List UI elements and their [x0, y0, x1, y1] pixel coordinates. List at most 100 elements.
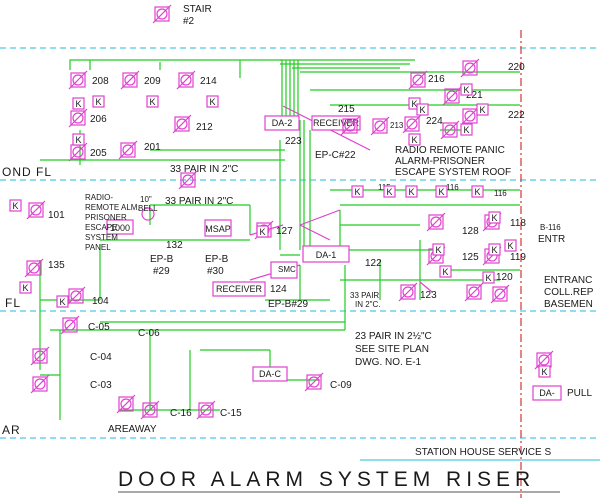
door-contact-icon: [370, 116, 390, 136]
room-214: 214: [200, 76, 217, 87]
diagram-title: DOOR ALARM SYSTEM RISER: [118, 468, 535, 491]
epb30-note: EP-B: [205, 254, 229, 265]
stair-label: STAIR: [183, 4, 212, 15]
legend-da-label: DA-: [539, 388, 555, 398]
room-c16: C-16: [170, 408, 192, 419]
key-switch-letter: K: [435, 245, 441, 255]
smc-label: SMC: [278, 265, 296, 274]
key-switch-letter: K: [149, 97, 155, 107]
radio-top-note-1: RADIO REMOTE PANIC: [395, 145, 505, 156]
room-213: 213: [390, 121, 404, 130]
key-switch-letter: K: [507, 241, 513, 251]
pair23-note-3: DWG. NO. E-1: [355, 357, 422, 368]
panel-label: 1000: [110, 223, 130, 233]
pair23-note-1: 23 PAIR IN 2½"C: [355, 331, 432, 342]
room-c04: C-04: [90, 352, 112, 363]
bell-label: BELL: [138, 204, 158, 213]
key-switch-letter: K: [463, 85, 469, 95]
key-switch-icon: K: [9, 199, 22, 212]
door-contact-icon: [116, 394, 136, 414]
radio-top-note-3: ESCAPE SYSTEM ROOF: [395, 167, 511, 178]
key-switch-letter: K: [59, 297, 65, 307]
door-contact-icon: [30, 374, 50, 394]
door-contact-icon: [490, 284, 510, 304]
room-223: 223: [285, 136, 302, 147]
room-c09: C-09: [330, 380, 352, 391]
room-135: 135: [48, 260, 65, 271]
room-120: 120: [496, 272, 513, 283]
room-c06: C-06: [138, 328, 160, 339]
pair33-mid-note: 33 PAIR IN 2"C: [165, 196, 233, 207]
radio-left-note-5: SYSTEM: [85, 233, 118, 242]
key-switch-letter: K: [541, 367, 547, 377]
key-switch-icon: K: [351, 185, 364, 198]
key-switch-icon: K: [416, 103, 429, 116]
key-switch-icon: K: [435, 185, 448, 198]
key-switch-letter: K: [408, 187, 414, 197]
door-contact-icon: [178, 170, 198, 190]
entr-label: ENTR: [538, 234, 565, 245]
key-switch-icon: K: [146, 95, 159, 108]
epb29-number: #29: [153, 266, 170, 277]
door-contact-icon: [176, 70, 196, 90]
radio-left-note-4: ESCAPE: [85, 223, 117, 232]
radio-left-note-2: REMOTE ALM.: [85, 203, 140, 212]
key-switch-icon: K: [19, 281, 32, 294]
epc-note: EP-C#22: [315, 150, 356, 161]
stair-number: #2: [183, 16, 195, 27]
key-switch-icon: K: [488, 211, 501, 224]
door-contact-icon: [24, 258, 44, 278]
receiver-top-label: RECEIVER: [313, 118, 360, 128]
room-122: 122: [365, 258, 382, 269]
room-104: 104: [92, 296, 109, 307]
entrance-note-1: ENTRANC: [544, 275, 592, 286]
room-c05: C-05: [88, 322, 110, 333]
door-contact-icon: [120, 70, 140, 90]
door-contact-icon: [464, 282, 484, 302]
door-contact-icon: [460, 106, 480, 126]
door-contact-icon: [152, 4, 172, 24]
key-switch-letter: K: [75, 99, 81, 109]
epb30-number: #30: [207, 266, 224, 277]
room-128: 128: [462, 226, 479, 237]
dac-box: [252, 366, 288, 382]
key-switch-letter: K: [485, 273, 491, 283]
da2-box: [264, 115, 300, 131]
room-215: 215: [338, 104, 355, 115]
key-switch-icon: K: [72, 97, 85, 110]
entrance-note-3: BASEMEN: [544, 299, 593, 310]
msap-label: MSAP: [205, 224, 231, 234]
door-contact-icon: [440, 120, 460, 140]
room-221: 221: [466, 90, 483, 101]
room-132: 132: [166, 240, 183, 251]
key-switch-letter: K: [474, 187, 480, 197]
room-127: 127: [276, 226, 293, 237]
key-switch-icon: K: [56, 295, 69, 308]
door-contact-icon: [442, 86, 462, 106]
radio-top-note-2: ALARM-PRISONER: [395, 156, 485, 167]
key-switch-letter: K: [95, 97, 101, 107]
pair33-low-note-2: IN 2"C.: [355, 300, 381, 309]
room-c15: C-15: [220, 408, 242, 419]
door-contact-icon: [426, 212, 446, 232]
station-service-label: STATION HOUSE SERVICE S: [415, 447, 551, 458]
key-switch-letter: K: [22, 283, 28, 293]
door-contact-icon: [304, 372, 324, 392]
room-212: 212: [196, 122, 213, 133]
door-contact-icon: [408, 70, 428, 90]
panel-box: [106, 219, 134, 235]
key-switch-letter: K: [479, 105, 485, 115]
room-119: 119: [510, 252, 526, 263]
door-contact-icon: [30, 346, 50, 366]
door-contact-icon: [68, 142, 88, 162]
key-switch-icon: K: [432, 243, 445, 256]
da2-label: DA-2: [272, 118, 293, 128]
bell-size: 10": [140, 195, 152, 204]
pair33-top-note: 33 PAIR IN 2"C: [170, 164, 238, 175]
door-contact-icon: [140, 400, 160, 420]
door-contact-icon: [398, 282, 418, 302]
key-switch-icon: K: [538, 365, 551, 378]
door-contact-icon: [340, 116, 360, 136]
